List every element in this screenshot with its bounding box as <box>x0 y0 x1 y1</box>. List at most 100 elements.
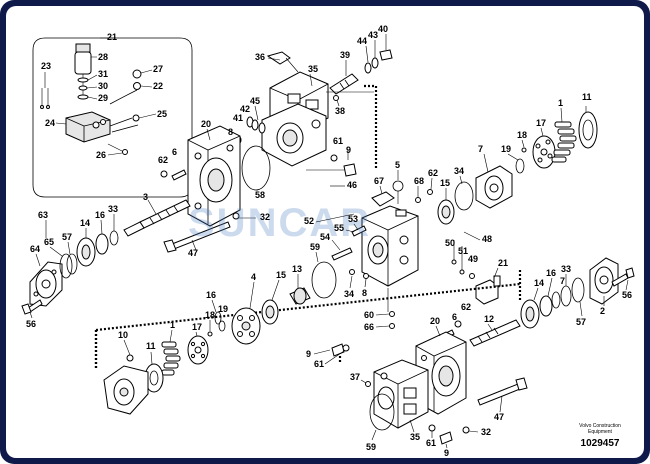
inset-solenoid-group <box>32 37 193 198</box>
callout-11-lower: 11 <box>146 341 156 351</box>
callout-61-lower: 61 <box>314 359 324 369</box>
regulator-port <box>287 93 301 104</box>
valve-plate-11 <box>578 111 598 149</box>
seal-57-left <box>66 253 78 275</box>
assembly-line-2 <box>95 282 521 332</box>
o-ring-30 <box>78 85 88 91</box>
regulator-upper <box>261 49 393 167</box>
callout-9-upper: 9 <box>346 145 351 155</box>
pistons-1-upper <box>551 121 577 163</box>
callout-64: 64 <box>30 244 40 254</box>
callout-34-mid: 34 <box>344 289 354 299</box>
callout-50: 50 <box>445 238 455 248</box>
callout-31: 31 <box>98 69 108 79</box>
callout-33-left: 33 <box>108 204 118 214</box>
callout-18-upper: 18 <box>517 130 527 140</box>
callout-62-mid: 62 <box>428 168 438 178</box>
callout-20-upper: 20 <box>201 119 211 129</box>
callout-39: 39 <box>340 50 350 60</box>
pins-62-6-upper <box>160 169 187 181</box>
screw-27 <box>132 69 142 79</box>
o-ring-31 <box>77 77 89 83</box>
o-ring-59-mid <box>311 261 337 299</box>
solenoid-body <box>74 51 92 75</box>
callout-labels: 21 28 31 30 29 27 22 25 23 24 26 <box>26 24 632 458</box>
callout-37: 37 <box>350 372 360 382</box>
callout-40: 40 <box>378 24 388 34</box>
callout-21-inset: 21 <box>107 32 117 42</box>
callout-68: 68 <box>414 176 424 186</box>
callout-25: 25 <box>157 109 167 119</box>
callout-23: 23 <box>41 61 51 71</box>
callout-35-upper: 35 <box>308 64 318 74</box>
callout-4: 4 <box>251 272 256 282</box>
drawing-number: 1029457 <box>581 438 620 449</box>
plugs-61-9-upper <box>330 150 357 177</box>
callout-55: 55 <box>334 223 344 233</box>
callout-59-mid: 59 <box>310 242 320 252</box>
callout-7-lower: 7 <box>560 276 565 286</box>
watermark-text: SUNCAR <box>188 201 371 245</box>
footer-caption-line1: Volvo Construction <box>579 423 621 429</box>
callout-16-lower: 16 <box>206 290 216 300</box>
diagram-canvas: SUNCAR Volvo Construction Equipment 1029… <box>6 6 644 458</box>
valve-block <box>65 111 111 143</box>
callout-28: 28 <box>98 52 108 62</box>
callout-43: 43 <box>368 30 378 40</box>
callout-65: 65 <box>44 237 54 247</box>
callout-7-upper: 7 <box>478 144 483 154</box>
callout-34-upper: 34 <box>454 166 464 176</box>
callout-18-lower: 18 <box>205 310 215 320</box>
callout-20-lower: 20 <box>430 316 440 326</box>
eye-bolt-5 <box>392 180 404 204</box>
callout-13: 13 <box>292 264 302 274</box>
center-valve-block <box>361 205 419 287</box>
callout-53: 53 <box>348 214 358 224</box>
exploded-parts-diagram: SUNCAR Volvo Construction Equipment 1029… <box>21 24 635 458</box>
callout-1-upper: 1 <box>558 98 563 108</box>
callout-46: 46 <box>347 180 357 190</box>
callout-32-lower: 32 <box>481 427 491 437</box>
callout-14-left: 14 <box>80 218 90 228</box>
callout-10: 10 <box>118 330 128 340</box>
callout-36: 36 <box>255 52 265 62</box>
callout-54: 54 <box>320 232 330 242</box>
callout-60: 60 <box>364 310 374 320</box>
callout-56-left: 56 <box>26 319 36 329</box>
callout-19-upper: 19 <box>501 144 511 154</box>
callout-8-mid: 8 <box>362 288 367 298</box>
callout-62-upper: 62 <box>158 155 168 165</box>
flange-plate-upper <box>187 125 241 227</box>
pistons-1-lower <box>161 341 181 376</box>
callout-32-upper: 32 <box>260 212 270 222</box>
callout-41: 41 <box>233 113 243 123</box>
pump-rotating-group-lower <box>103 287 311 415</box>
ring-16-left <box>95 233 109 255</box>
callout-44: 44 <box>357 36 367 46</box>
callout-61-upper: 61 <box>333 136 343 146</box>
callout-63: 63 <box>38 210 48 220</box>
part-67 <box>371 191 395 207</box>
bolt-47-upper <box>163 221 231 253</box>
callout-16-lower-right: 16 <box>546 268 556 278</box>
callout-9-lower: 9 <box>306 349 311 359</box>
callout-66: 66 <box>364 322 374 332</box>
callout-14-lower: 14 <box>534 278 544 288</box>
o-ring-58 <box>241 145 271 191</box>
regulator-lower <box>373 359 429 429</box>
callout-17-upper: 17 <box>536 118 546 128</box>
callout-30: 30 <box>98 81 108 91</box>
footer-caption-line2: Equipment <box>588 429 613 435</box>
pump-rotating-group-upper <box>437 106 598 225</box>
assembly-line-1 <box>364 84 378 170</box>
callout-15-lower: 15 <box>276 270 286 280</box>
callout-62-lower: 62 <box>461 302 471 312</box>
callout-58: 58 <box>255 190 265 200</box>
callout-52: 52 <box>304 216 314 226</box>
callout-1-lower: 1 <box>170 320 175 330</box>
callout-57-lower: 57 <box>576 317 586 327</box>
connector-36 <box>266 51 291 65</box>
bearing-stack-lower-right <box>469 257 635 347</box>
callout-17-lower: 17 <box>192 322 202 332</box>
callout-12: 12 <box>484 314 494 324</box>
